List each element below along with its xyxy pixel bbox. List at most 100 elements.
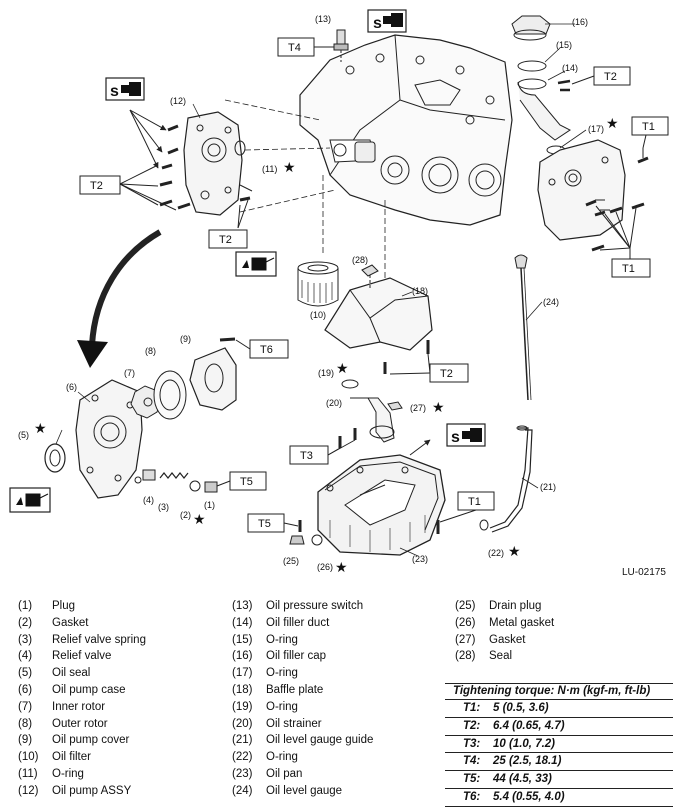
callout-21: (21)	[540, 482, 556, 492]
legend-part-name: Relief valve spring	[52, 633, 146, 646]
legend-column-3: (25)Drain plug(26)Metal gasket(27)Gasket…	[455, 598, 554, 665]
star-icon: ★	[432, 399, 445, 415]
legend-item: (14)Oil filler duct	[232, 615, 373, 632]
engine-block	[299, 34, 513, 226]
star-icon: ★	[283, 159, 296, 175]
callout-11: (11)	[262, 164, 277, 174]
oil-pump-cover-9	[189, 337, 237, 411]
torque-tag-t2: T2	[389, 353, 469, 383]
legend-item: (7)Inner rotor	[18, 699, 146, 716]
torque-row: T3:10 (1.0, 7.2)	[445, 736, 673, 754]
legend-part-name: Metal gasket	[489, 616, 555, 629]
legend-part-name: Gasket	[52, 616, 89, 629]
torque-code: T3:	[463, 737, 481, 750]
legend-item: (10)Oil filter	[18, 749, 146, 766]
callout-14: (14)	[562, 63, 578, 73]
callout-1: (1)	[204, 500, 215, 510]
assembly-lines	[224, 99, 386, 285]
gasket-27	[387, 401, 403, 411]
callout-3: (3)	[158, 502, 169, 512]
callout-4: (4)	[143, 495, 154, 505]
legend-number: (13)	[232, 600, 253, 612]
leader-lines	[55, 23, 587, 557]
legend-part-name: O-ring	[266, 751, 298, 764]
legend-part-name: Oil pan	[266, 767, 303, 780]
torque-value: 5 (0.5, 3.6)	[493, 702, 549, 714]
callout-16: (16)	[572, 17, 588, 27]
svg-text:T5: T5	[258, 518, 271, 530]
legend-item: (12)Oil pump ASSY	[18, 783, 146, 800]
legend-part-name: Drain plug	[489, 600, 542, 612]
star-icon: ★	[606, 115, 619, 131]
o-ring-11	[234, 140, 246, 156]
svg-text:T1: T1	[622, 263, 635, 275]
callout-19: (19)	[318, 368, 334, 378]
legend-item: (17)O-ring	[232, 665, 373, 682]
legend-number: (12)	[18, 784, 39, 797]
legend-number: (1)	[18, 600, 33, 612]
torque-row: T6:5.4 (0.55, 4.0)	[445, 789, 673, 807]
callout-labels: (13) (12) (11) (16) (15) (14) (17) (28) …	[18, 14, 604, 572]
torque-rows: T1:5 (0.5, 3.6)T2:6.4 (0.65, 4.7)T3:10 (…	[445, 700, 673, 807]
legend-part-name: Oil pump case	[52, 683, 126, 696]
sealant-icon: s	[446, 423, 486, 447]
oil-level-gauge-24	[514, 254, 532, 401]
legend-part-name: Oil level gauge	[266, 784, 343, 797]
legend-number: (8)	[18, 717, 33, 730]
torque-code: T2:	[463, 719, 481, 732]
callout-26: (26)	[317, 562, 333, 572]
legend-number: (28)	[455, 650, 476, 663]
inner-rotor-7	[130, 385, 162, 419]
legend-item: (19)O-ring	[232, 699, 373, 716]
torque-code: T6:	[463, 790, 481, 803]
svg-text:T1: T1	[642, 121, 655, 133]
oil-filler-duct-14	[511, 15, 571, 141]
star-icon: ★	[336, 360, 349, 376]
legend-part-name: Oil pump cover	[52, 734, 130, 747]
callout-2: (2)	[180, 510, 191, 520]
legend-number: (25)	[455, 600, 476, 612]
callout-15: (15)	[556, 40, 572, 50]
torque-code: T4:	[463, 755, 481, 768]
callout-6: (6)	[66, 382, 77, 392]
legend-part-name: Oil pressure switch	[266, 600, 364, 612]
torque-row: T2: 6.4 (0.65, 4.7)	[445, 718, 673, 736]
legend-part-name: Oil strainer	[266, 717, 322, 730]
star-icon: ★	[335, 559, 348, 575]
callout-8: (8)	[145, 346, 156, 356]
callout-28: (28)	[352, 255, 368, 265]
star-icon: ★	[508, 543, 521, 559]
torque-tag-t1: T1	[439, 491, 495, 523]
oil-pump-case-6	[75, 379, 143, 499]
oil-level-gauge-guide-21	[489, 425, 533, 533]
torque-tag-t2: T2	[208, 229, 248, 249]
legend-part-name: Oil level gauge guide	[266, 734, 374, 747]
star-marks: ★ ★ ★ ★ ★ ★ ★ ★	[34, 115, 619, 575]
svg-text:T5: T5	[240, 476, 253, 488]
torque-tag-t5: T5	[216, 471, 267, 491]
legend-number: (16)	[232, 650, 253, 663]
legend-item: (4)Relief valve	[18, 648, 146, 665]
metal-gasket-26	[311, 534, 323, 546]
legend-item: (18)Baffle plate	[232, 682, 373, 699]
legend-item: (25) Drain plug	[455, 598, 554, 615]
legend-part-name: Seal	[489, 650, 513, 663]
torque-row: T4: 25 (2.5, 18.1)	[445, 753, 673, 772]
legend-item: (24)Oil level gauge	[232, 783, 373, 800]
timing-cover-plate	[537, 139, 649, 252]
legend-number: (19)	[232, 700, 253, 713]
legend-item: (15)O-ring	[232, 632, 373, 649]
torque-tag-t3: T3	[289, 439, 356, 465]
torque-value: 6.4 (0.65, 4.7)	[493, 719, 565, 732]
legend-item: (5)Oil seal	[18, 665, 146, 682]
callout-10: (10)	[310, 310, 326, 320]
star-icon: ★	[193, 511, 206, 527]
legend-number: (27)	[455, 633, 476, 646]
o-ring-19	[341, 379, 359, 389]
oil-can-icon	[235, 251, 277, 277]
legend-number: (10)	[18, 751, 39, 764]
callout-5: (5)	[18, 430, 29, 440]
legend-part-name: O-ring	[266, 667, 298, 680]
torque-value: 25 (2.5, 18.1)	[493, 755, 562, 768]
baffle-plate-18	[324, 264, 433, 374]
